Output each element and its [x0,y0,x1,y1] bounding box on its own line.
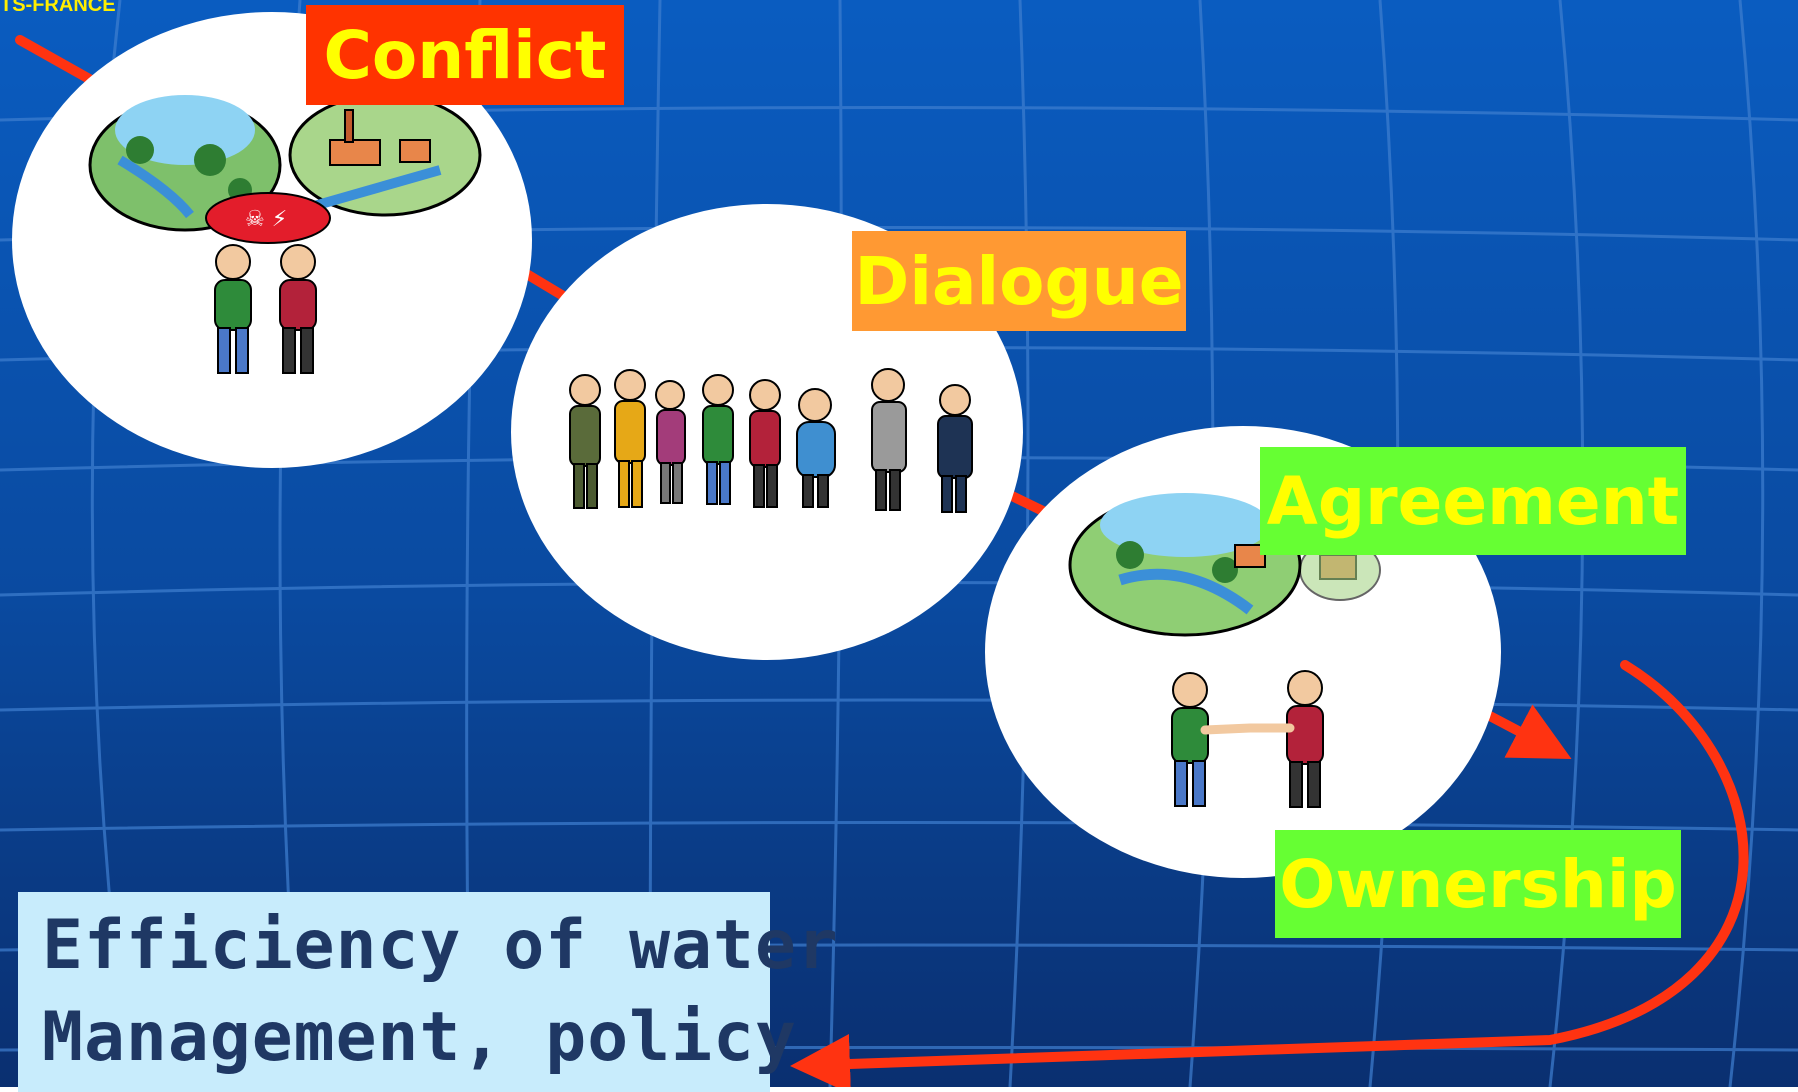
conflict-illustration: ☠ ⚡ [12,12,532,468]
efficiency-result-box: Efficiency of water Management, policy [18,892,839,1092]
svg-text:☠ ⚡: ☠ ⚡ [245,207,287,232]
thought-cloud-industry [288,93,482,217]
conflict-label: Conflict [306,5,624,105]
result-line-1: Efficiency of water [42,906,839,985]
result-line-2: Management, policy [42,998,797,1077]
shared-vision-cloud [1068,493,1381,637]
handshake-icon [1171,670,1324,808]
group-of-people-icon [569,368,973,513]
agreement-label: Agreement [1260,447,1686,555]
arguing-people-icon [214,244,317,374]
pollution-clash-icon [205,192,331,244]
corner-label: TS-FRANCE [0,0,116,16]
dialogue-label: Dialogue [852,231,1186,331]
ownership-label: Ownership [1275,830,1681,938]
